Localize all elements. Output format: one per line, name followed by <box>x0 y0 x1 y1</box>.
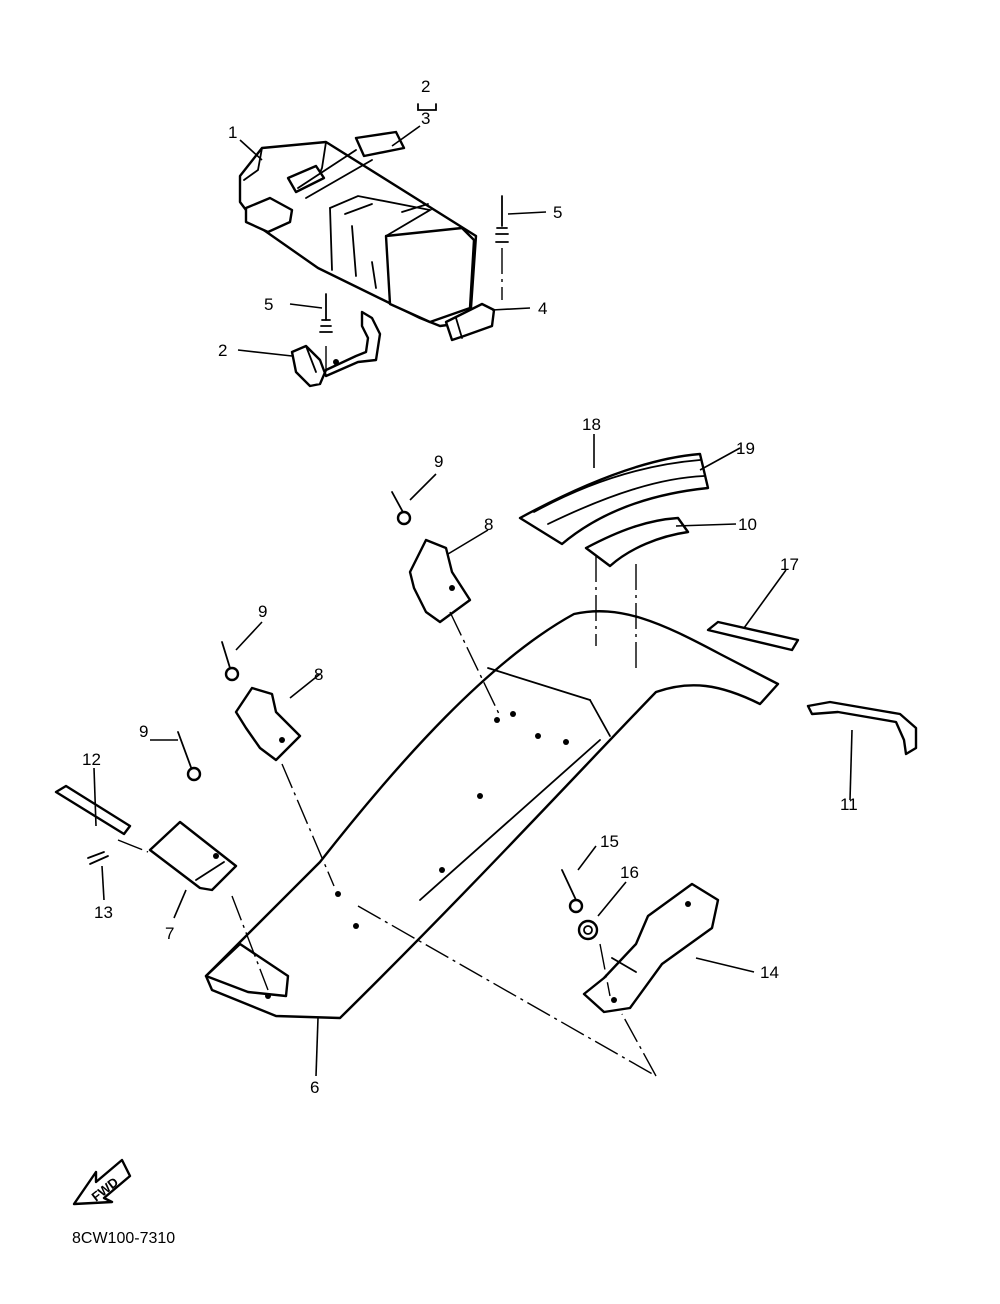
callout-13: 13 <box>94 903 113 922</box>
callout-2: 2 <box>218 341 227 360</box>
callout-9-top: 9 <box>434 452 443 471</box>
part-18-19-seat-pad <box>518 452 710 546</box>
forward-arrow-icon: FWD <box>72 1158 132 1206</box>
callout-17: 17 <box>780 555 799 574</box>
callout-12: 12 <box>82 750 101 769</box>
part-7-hinge <box>148 820 238 892</box>
callout-9-low: 9 <box>139 722 148 741</box>
group-bracket-2-3 <box>417 103 437 111</box>
alignment-lines <box>117 556 657 1077</box>
callout-9-mid: 9 <box>258 602 267 621</box>
callout-6: 6 <box>310 1078 319 1097</box>
callout-7: 7 <box>165 924 174 943</box>
part-9-rivet-low <box>177 731 202 782</box>
callout-3-group: 3 <box>421 109 430 128</box>
callout-11: 11 <box>840 795 858 814</box>
part-9-rivet-mid <box>221 641 240 682</box>
part-4-clip <box>444 302 496 342</box>
leader-lines <box>93 125 853 1077</box>
part-5-screw-right <box>495 195 509 300</box>
part-11-grab-bar <box>806 700 918 756</box>
part-15-screw <box>561 869 584 914</box>
callout-5-upper: 5 <box>553 203 562 222</box>
diagram-code: 8CW100-7310 <box>72 1230 175 1247</box>
part-5-screw-left <box>319 293 333 333</box>
callout-16: 16 <box>620 863 639 882</box>
part-12-bolt <box>54 784 132 836</box>
callout-10: 10 <box>738 515 757 534</box>
callout-15: 15 <box>600 832 619 851</box>
callout-1: 1 <box>228 123 237 142</box>
callout-2-group: 2 <box>421 77 430 96</box>
callout-14: 14 <box>760 963 779 982</box>
callout-4: 4 <box>538 299 547 318</box>
part-8-bracket-mid <box>234 686 302 762</box>
part-2-bracket <box>290 310 382 388</box>
part-14-latch <box>582 882 720 1014</box>
callout-8-top: 8 <box>484 515 493 534</box>
callout-5-lower: 5 <box>264 295 273 314</box>
callout-18: 18 <box>582 415 601 434</box>
part-1-cover-assembly <box>238 130 478 328</box>
callout-8-mid: 8 <box>314 665 323 684</box>
part-10-sticker <box>584 516 690 568</box>
part-9-rivet-top <box>391 491 412 526</box>
part-8-bracket-top <box>408 538 472 624</box>
part-6-fender <box>204 610 780 1020</box>
callout-labels: 1 2 3 5 5 4 2 18 19 9 8 10 17 9 8 12 9 1… <box>82 77 858 1097</box>
part-13-cotter-pin <box>87 851 109 865</box>
callout-19: 19 <box>736 439 755 458</box>
part-16-washer <box>577 919 599 941</box>
part-17-rail <box>706 620 800 652</box>
